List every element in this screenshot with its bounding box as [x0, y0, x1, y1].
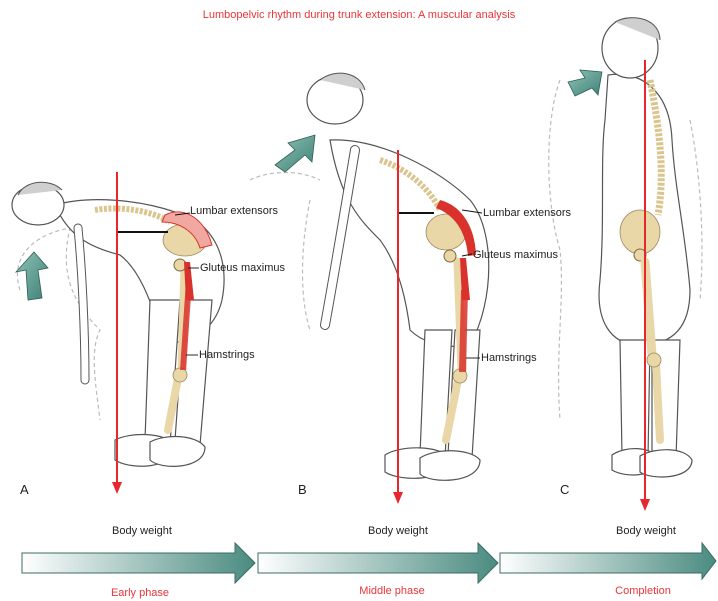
rotation-arrow-c [568, 70, 602, 96]
phase-arrow-2 [258, 543, 498, 583]
body-weight-label-b: Body weight [348, 525, 448, 537]
label-gluteus-maximus-b: Gluteus maximus [473, 249, 558, 261]
rotation-arrow-b [275, 135, 315, 172]
phase-arrow-3 [500, 543, 716, 579]
panel-letter-a: A [20, 482, 29, 497]
phase-label-completion: Completion [583, 585, 703, 597]
phase-label-middle: Middle phase [332, 585, 452, 597]
label-lumbar-extensors-a: Lumbar extensors [190, 205, 278, 217]
label-hamstrings-b: Hamstrings [481, 352, 537, 364]
phase-arrow-1 [22, 543, 255, 583]
label-hamstrings-a: Hamstrings [199, 349, 255, 361]
phase-arrow-bar [22, 543, 716, 583]
figure-a [12, 172, 224, 494]
body-weight-label-a: Body weight [92, 525, 192, 537]
phase-label-early: Early phase [80, 587, 200, 599]
pelvis-c [620, 210, 660, 254]
figure-b [250, 73, 489, 504]
figure-c [549, 18, 702, 511]
panel-letter-c: C [560, 482, 569, 497]
body-weight-label-c: Body weight [596, 525, 696, 537]
panel-letter-b: B [298, 482, 307, 497]
label-gluteus-maximus-a: Gluteus maximus [200, 262, 285, 274]
label-lumbar-extensors-b: Lumbar extensors [483, 207, 571, 219]
